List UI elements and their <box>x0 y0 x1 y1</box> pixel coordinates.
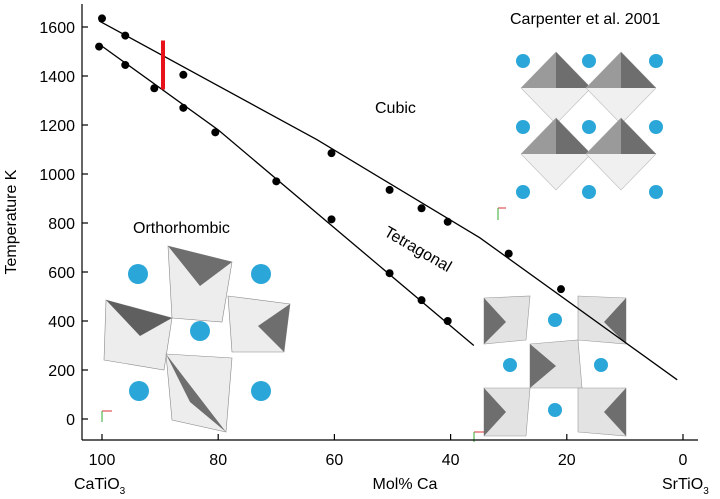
data-point <box>121 31 130 40</box>
y-tick-label: 1400 <box>39 69 75 86</box>
tetragonal-structure-illustration <box>473 295 627 442</box>
right-end-formula: SrTiO <box>662 476 703 493</box>
y-ticks: 0 200 400 600 800 1000 1200 1400 1600 <box>39 20 88 429</box>
attribution-label: Carpenter et al. 2001 <box>510 11 660 28</box>
data-point <box>179 103 188 112</box>
phase-label-cubic: Cubic <box>375 100 416 117</box>
cubic-structure-illustration <box>497 51 663 220</box>
y-tick-label: 1200 <box>39 118 75 135</box>
data-point <box>417 296 426 305</box>
orthorhombic-structure-illustration <box>101 245 291 433</box>
x-tick-label: 0 <box>679 452 688 469</box>
data-point <box>150 84 159 93</box>
left-end-subscript: 3 <box>120 486 126 497</box>
cubic-axis-glyph <box>497 207 506 220</box>
data-point <box>272 177 281 186</box>
left-end-label: CaTiO3 <box>74 476 126 497</box>
phase-label-tetragonal: Tetragonal <box>381 224 454 276</box>
phase-boundary-line-1 <box>98 20 678 381</box>
data-point <box>417 204 426 213</box>
y-tick-label: 800 <box>48 216 75 233</box>
data-point <box>385 185 394 194</box>
y-tick-label: 1600 <box>39 20 75 37</box>
cubic-atoms <box>516 54 663 199</box>
x-tick-label: 100 <box>89 452 116 469</box>
y-tick-label: 200 <box>48 363 75 380</box>
data-point <box>98 14 106 23</box>
data-point <box>556 285 565 294</box>
axes-frame <box>81 4 698 441</box>
data-point <box>443 317 452 325</box>
y-tick-label: 400 <box>48 314 75 331</box>
x-tick-label: 60 <box>326 452 344 469</box>
data-point <box>327 149 336 158</box>
y-axis-label: Temperature K <box>3 169 20 274</box>
phase-label-orthorhombic: Orthorhombic <box>133 220 230 237</box>
x-tick-label: 80 <box>209 452 227 469</box>
x-tick-label: 40 <box>442 452 460 469</box>
y-tick-label: 0 <box>66 412 75 429</box>
right-end-subscript: 3 <box>703 486 709 497</box>
y-tick-label: 1000 <box>39 167 75 184</box>
data-point <box>211 128 220 137</box>
data-point <box>179 70 188 79</box>
x-axis-label: Mol% Ca <box>373 476 438 493</box>
data-point <box>385 269 394 278</box>
data-point <box>327 215 336 224</box>
cubic-octahedra <box>520 51 657 191</box>
data-points <box>95 14 565 325</box>
x-ticks: 100 80 60 40 20 0 <box>89 434 688 469</box>
x-tick-label: 20 <box>558 452 576 469</box>
right-end-label: SrTiO3 <box>662 476 709 497</box>
data-point <box>121 60 130 69</box>
data-point <box>443 217 452 226</box>
y-tick-label: 600 <box>48 265 75 282</box>
data-point <box>95 42 104 51</box>
data-point <box>504 249 513 258</box>
left-end-formula: CaTiO <box>74 476 120 493</box>
